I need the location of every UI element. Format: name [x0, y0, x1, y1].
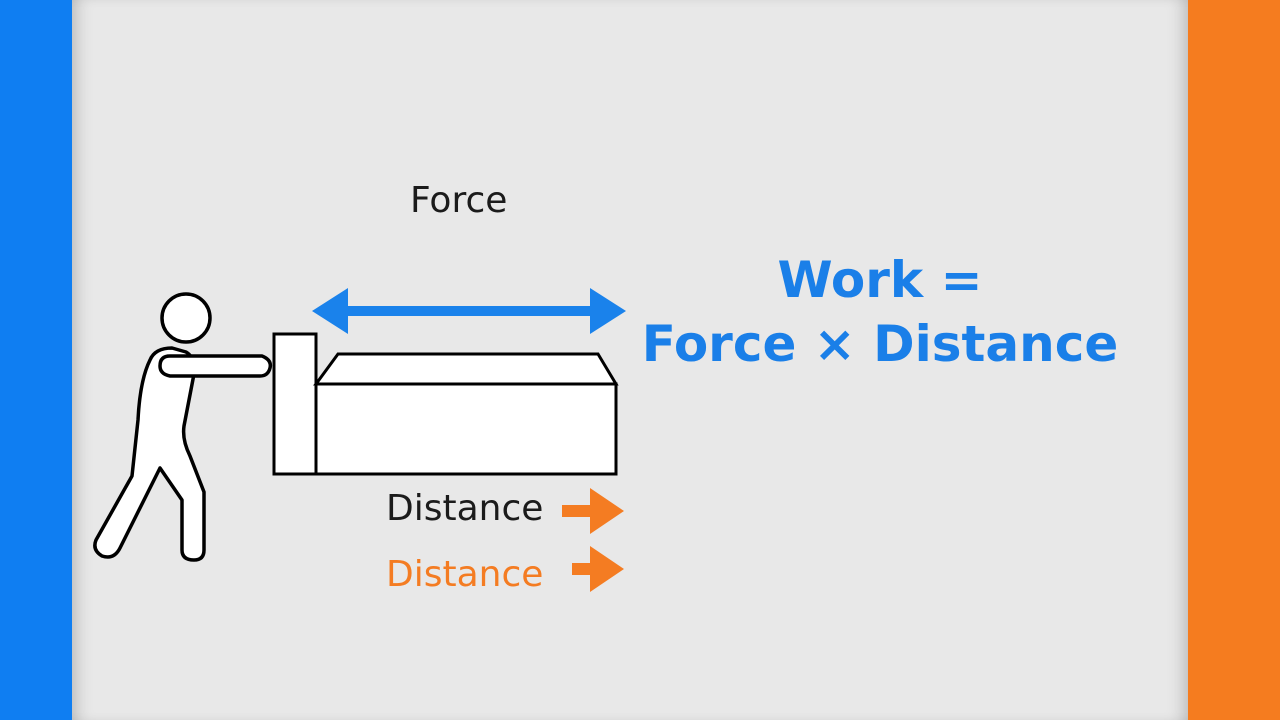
formula-line-1: Work = [777, 251, 983, 309]
work-formula: Work = Force × Distance [600, 248, 1160, 376]
box-icon [272, 332, 619, 476]
force-label: Force [410, 180, 508, 221]
distance-label-2: Distance [386, 554, 544, 595]
distance-label-1: Distance [386, 488, 544, 529]
distance-arrow-icon-1 [562, 488, 624, 534]
force-arrow-icon [312, 288, 626, 334]
right-color-bar [1188, 0, 1280, 720]
person-icon [93, 292, 273, 562]
formula-line-2: Force × Distance [641, 315, 1119, 373]
distance-arrow-icon-2 [572, 546, 624, 592]
left-color-bar [0, 0, 72, 720]
